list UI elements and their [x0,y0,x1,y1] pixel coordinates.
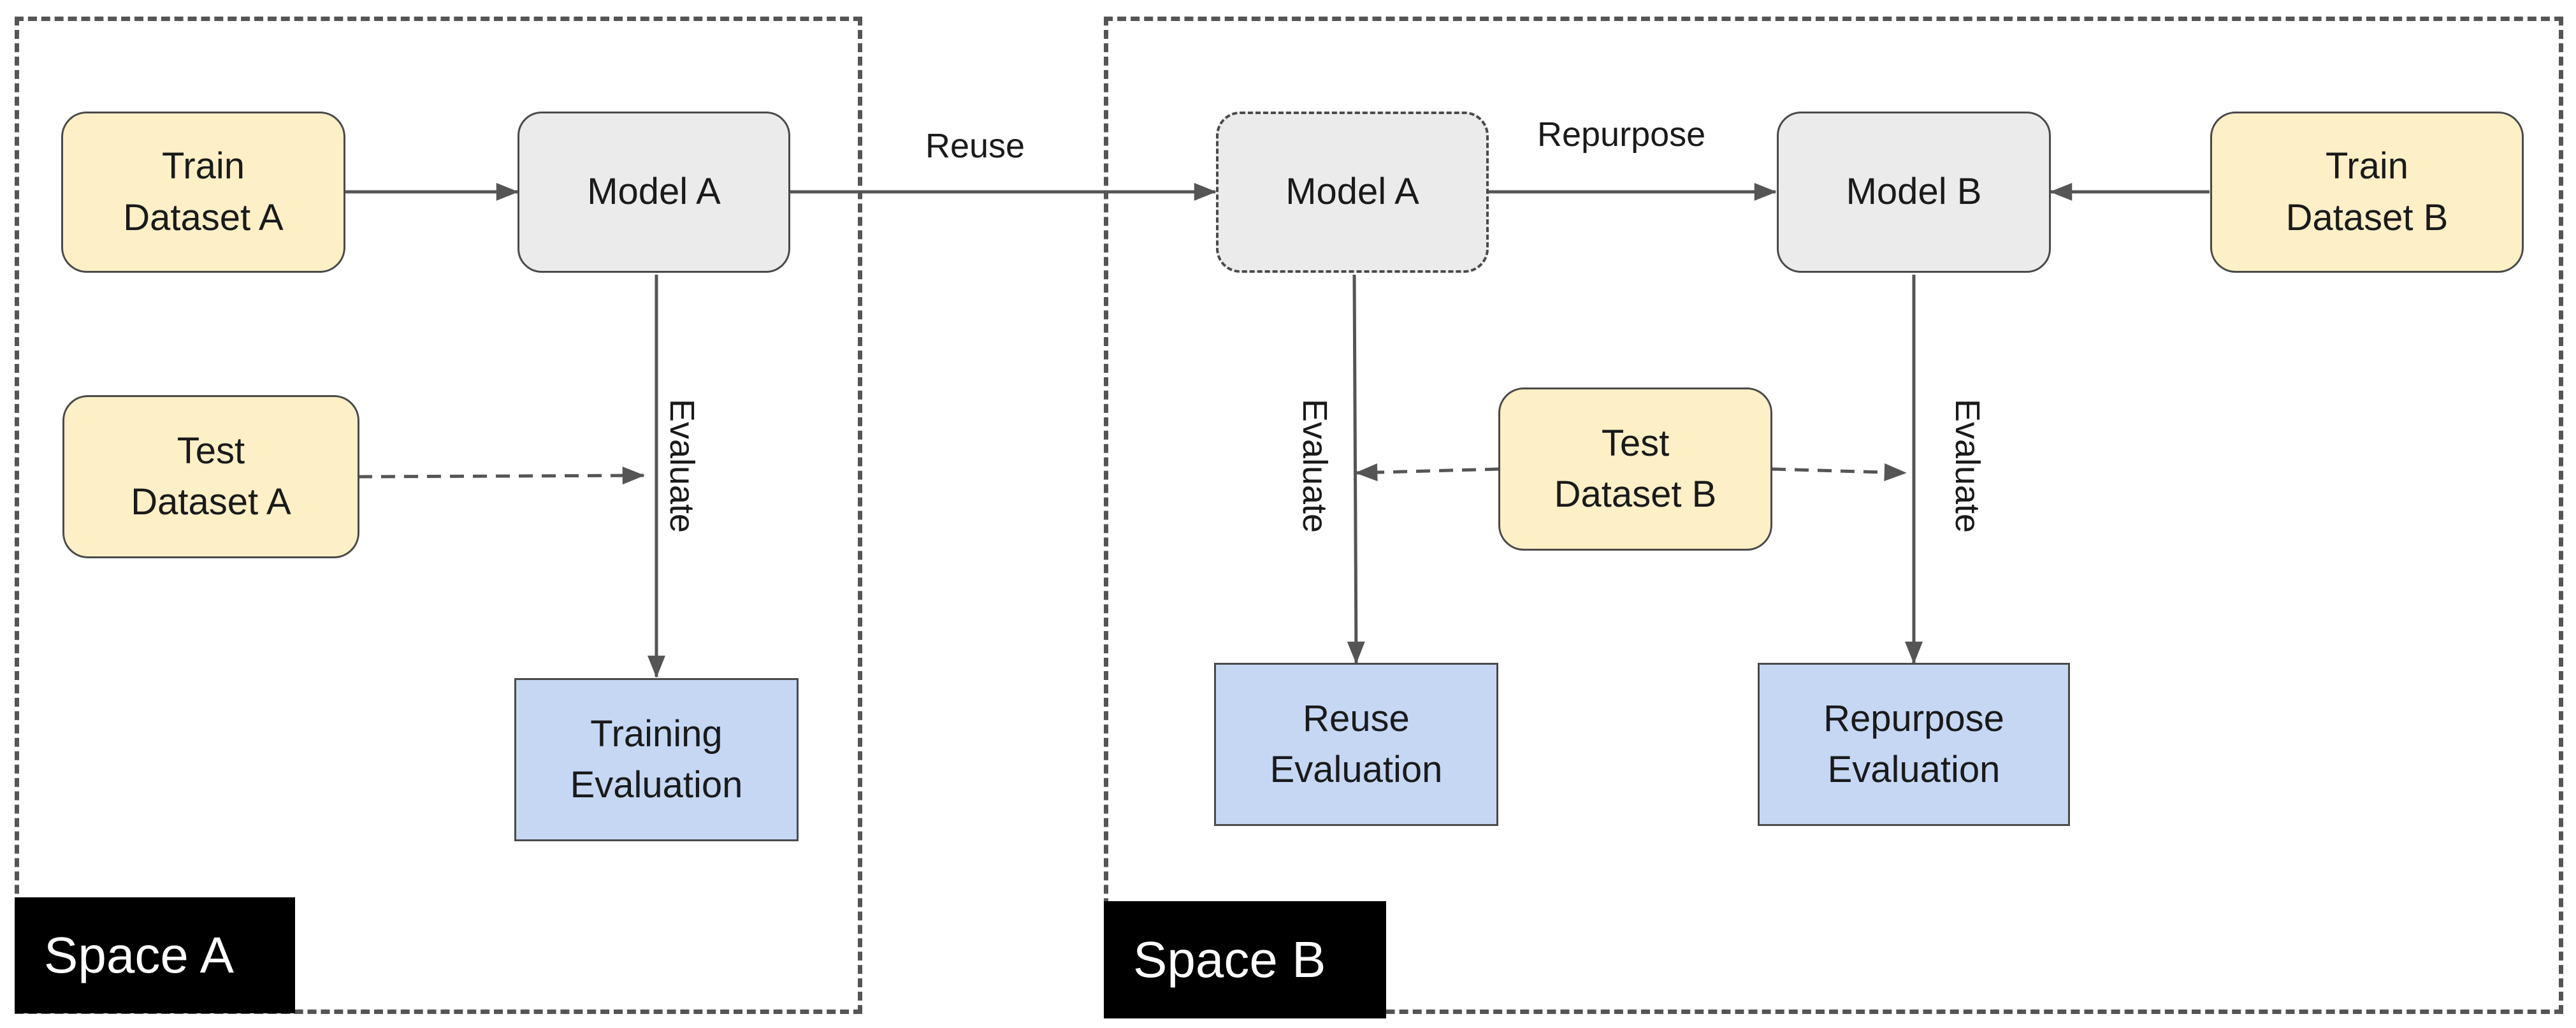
space-b-frame [1104,17,2563,1014]
training-evaluation-node: Training Evaluation [514,678,799,841]
evaluate-reuse-edge-label: Evaluate [1296,398,1335,533]
test-dataset-b-node: Test Dataset B [1498,387,1772,551]
test-dataset-a-label: Test Dataset A [131,430,291,523]
reuse-evaluation-label: Reuse Evaluation [1270,697,1443,790]
edge-evaluate-reuse [1347,274,1365,664]
space-a-label: Space A [15,897,295,1013]
train-dataset-b-label: Train Dataset B [2285,145,2449,238]
reuse-edge-label: Reuse [925,127,1025,165]
training-evaluation-label: Training Evaluation [570,713,743,806]
test-dataset-a-node: Test Dataset A [62,395,359,558]
model-a-reused-label: Model A [1285,171,1419,213]
repurpose-evaluation-label: Repurpose Evaluation [1823,697,2004,790]
train-dataset-a-node: Train Dataset A [61,112,345,273]
edge-test-b-to-repurpose [1771,463,1907,482]
model-b-node: Model B [1777,112,2051,273]
evaluate-a-edge-label: Evaluate [663,398,702,533]
test-dataset-b-label: Test Dataset B [1554,422,1717,515]
model-a-label: Model A [587,171,721,213]
train-dataset-b-node: Train Dataset B [2210,112,2524,273]
model-b-label: Model B [1846,171,1982,213]
space-b-label: Space B [1104,901,1386,1018]
model-a-reused-node: Model A [1216,112,1489,273]
edge-test-a-to-evaluate [358,467,645,485]
repurpose-edge-label: Repurpose [1537,115,1706,154]
repurpose-evaluation-node: Repurpose Evaluation [1758,663,2070,826]
edge-test-b-to-reuse [1355,463,1500,482]
reuse-evaluation-node: Reuse Evaluation [1214,663,1498,826]
model-a-node: Model A [517,112,790,273]
space-a-frame [15,17,862,1014]
train-dataset-a-label: Train Dataset A [123,145,284,238]
evaluate-repurpose-edge-label: Evaluate [1948,398,1987,533]
